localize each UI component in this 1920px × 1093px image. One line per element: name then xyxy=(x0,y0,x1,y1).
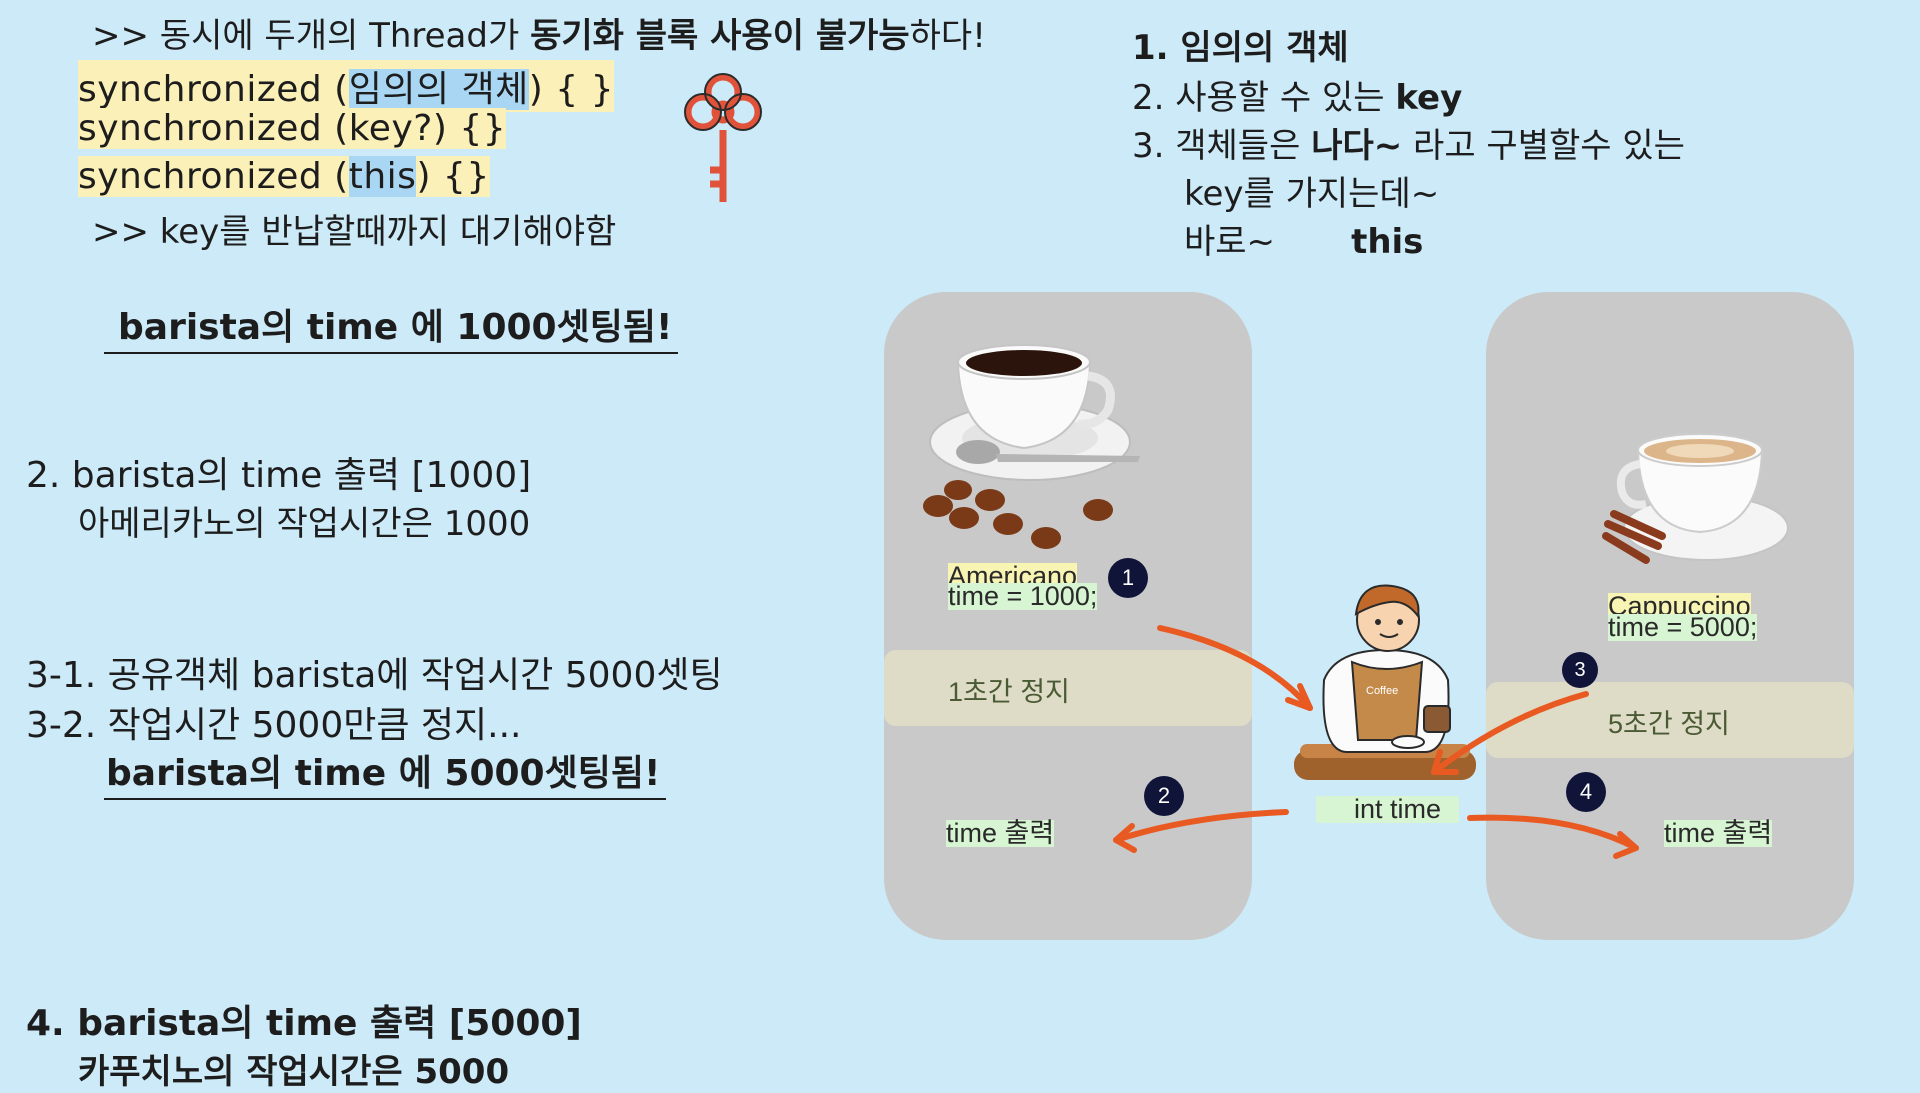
set-1000-note: barista의 time 에 1000셋팅됨! xyxy=(104,298,679,354)
arrow-cappuccino-head xyxy=(1431,749,1459,775)
note-1: 1. 임의의 객체 xyxy=(1132,28,1349,68)
arrow-americano-to-barista xyxy=(1157,625,1313,711)
cappuccino-cup-icon xyxy=(1602,433,1789,564)
arrow-americano-head xyxy=(1285,683,1313,711)
note-3-this: 바로~this xyxy=(1184,222,1424,262)
note-3: 3. 객체들은 나다~ 라고 구별할수 있는 xyxy=(1132,126,1685,166)
rule-line: >> 동시에 두개의 Thread가 동기화 블록 사용이 불가능하다! xyxy=(92,16,986,56)
apron-label: Coffee xyxy=(1366,685,1399,697)
arbitrary-object-highlight: 임의의 객체 xyxy=(348,69,529,110)
print-time-2-label: time 출력 xyxy=(1664,818,1773,848)
key-icon xyxy=(684,73,762,202)
americano-cup-icon xyxy=(923,344,1140,549)
step3-2: 3-2. 작업시간 5000만큼 정지... xyxy=(26,705,522,746)
arrow-print-right xyxy=(1467,814,1639,851)
note-3-cont: key를 가지는데~ xyxy=(1184,174,1440,214)
this-highlight: this xyxy=(348,156,417,197)
step-badge-4: 4 xyxy=(1566,772,1606,812)
arrow-print-right-head xyxy=(1613,831,1639,859)
pause-1s-label: 1초간 정지 xyxy=(948,677,1070,707)
step2-sub: 아메리카노의 작업시간은 1000 xyxy=(78,504,531,544)
set-5000-note: barista의 time 에 5000셋팅됨! xyxy=(104,744,667,800)
americano-time-label: time = 1000; xyxy=(948,581,1098,611)
arrow-print-left-head xyxy=(1113,823,1137,853)
step-badge-2: 2 xyxy=(1144,776,1184,816)
sync-block-arbitrary: synchronized (임의의 객체) { } xyxy=(78,60,615,112)
pause-5s-label: 5초간 정지 xyxy=(1608,709,1730,739)
step2-title: 2. barista의 time 출력 [1000] xyxy=(26,455,532,496)
cappuccino-time-label: time = 5000; xyxy=(1608,612,1758,642)
step-badge-3: 3 xyxy=(1562,652,1598,688)
pause-band-5 xyxy=(1486,682,1854,758)
arrow-cappuccino-to-barista xyxy=(1431,691,1589,775)
step3-1: 3-1. 공유객체 barista에 작업시간 5000셋팅 xyxy=(26,655,723,696)
step4-title: 4. barista의 time 출력 [5000] xyxy=(26,1003,582,1044)
barista-illustration xyxy=(1294,584,1476,780)
wait-line: >> key를 반납할때까지 대기해야함 xyxy=(92,212,617,252)
print-time-1-label: time 출력 xyxy=(946,818,1055,848)
sync-block-key: synchronized (key?) {} xyxy=(78,108,507,149)
note-2: 2. 사용할 수 있는 key xyxy=(1132,78,1463,118)
sync-block-this: synchronized (this) {} xyxy=(78,156,490,197)
arrow-print-left xyxy=(1113,809,1289,843)
pause-band-1 xyxy=(884,650,1252,726)
step-badge-1: 1 xyxy=(1108,558,1148,598)
int-time-label: int time xyxy=(1316,796,1460,823)
